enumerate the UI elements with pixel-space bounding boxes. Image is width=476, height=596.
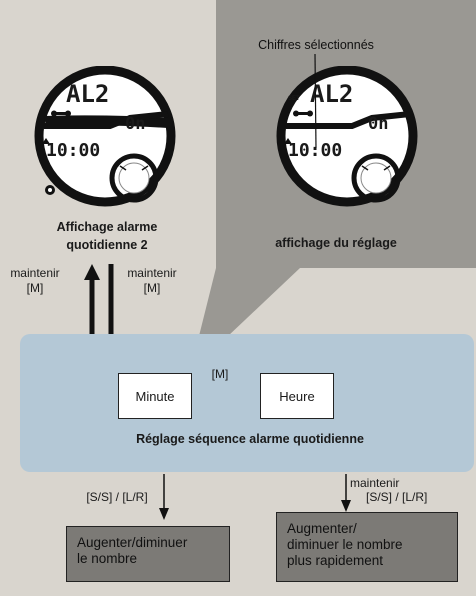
result-box-left: Augenter/diminuer le nombre [66, 526, 230, 582]
result-left-line2: le nombre [77, 551, 138, 566]
result-left-line1: Augenter/diminuer [77, 535, 188, 550]
right-down-label-line1: maintenir [350, 476, 400, 490]
minute-box: Minute [118, 373, 192, 419]
left-caption-line2: quotidienne 2 [66, 238, 148, 252]
right-down-label-line2: [S/S] / [L/R] [366, 490, 428, 504]
right-caption: affichage du réglage [275, 236, 397, 250]
right-time-readout: 10:00 [288, 140, 343, 161]
heure-box: Heure [260, 373, 334, 419]
left-time-readout: 10:00 [46, 140, 101, 161]
result-right-line1: Augmenter/ [287, 521, 357, 536]
between-label: [M] [211, 367, 229, 381]
up-label-line2: [M] [26, 281, 44, 295]
result-box-right: Augmenter/ diminuer le nombre plus rapid… [276, 512, 458, 582]
selected-digits-caption: Chiffres sélectionnés [258, 38, 374, 52]
result-right-line3: plus rapidement [287, 553, 384, 568]
watch-setting-display [276, 66, 418, 207]
sequence-region [20, 334, 474, 472]
down-label-line2: [M] [143, 281, 161, 295]
up-label-line1: maintenir [10, 266, 60, 280]
watch-daily-alarm-2 [34, 66, 176, 207]
result-right-line2: diminuer le nombre [287, 537, 403, 552]
right-mode-readout: AL2 [310, 80, 354, 108]
right-state-readout: 0n [368, 114, 389, 134]
sequence-title: Réglage séquence alarme quotidienne [136, 432, 364, 446]
set-indicator: SET [288, 96, 300, 102]
left-down-label: [S/S] / [L/R] [86, 490, 148, 504]
left-caption-line1: Affichage alarme [56, 220, 158, 234]
left-state-readout: 0n [125, 114, 146, 134]
down-label-line1: maintenir [127, 266, 177, 280]
left-mode-readout: AL2 [66, 80, 110, 108]
